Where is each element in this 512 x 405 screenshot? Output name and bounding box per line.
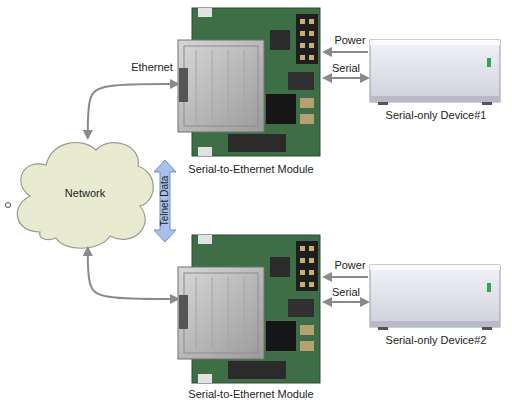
module-photo: [178, 8, 320, 156]
module-photo: [178, 235, 320, 383]
node-caption: Network: [65, 187, 105, 200]
serial-device: Serial-only Device#1: [368, 38, 504, 122]
signal-label: Power: [334, 34, 365, 47]
connector-arrow: [324, 51, 368, 53]
node-caption: Serial-only Device#2: [386, 334, 487, 347]
module-card: Serial-to-Ethernet Module: [178, 235, 324, 401]
signal-label: Serial: [332, 62, 360, 75]
signal-label: Serial: [332, 286, 360, 299]
device-picture: [370, 40, 500, 105]
connector-arrow: [88, 84, 178, 138]
serial-device: Serial-only Device#2: [368, 263, 504, 347]
network-cloud: Network: [15, 138, 155, 248]
signal-label: Ethernet: [131, 61, 173, 74]
signal-label: Power: [334, 259, 365, 272]
connector-arrow: [324, 77, 368, 79]
node-caption: Serial-only Device#1: [386, 109, 487, 122]
node-caption: Serial-to-Ethernet Module: [188, 388, 313, 401]
module-card: Serial-to-Ethernet Module: [178, 8, 324, 176]
telnet-band: [154, 160, 176, 242]
node-caption: Serial-to-Ethernet Module: [188, 163, 313, 176]
connector-arrow: [88, 248, 178, 299]
connector-arrow: [324, 276, 368, 278]
network-cloud-shape: [17, 143, 153, 249]
device-picture: [370, 265, 500, 330]
band-label: Telnet Data: [159, 161, 171, 241]
stray-mark: [6, 203, 11, 208]
connector-arrow: [324, 301, 368, 303]
